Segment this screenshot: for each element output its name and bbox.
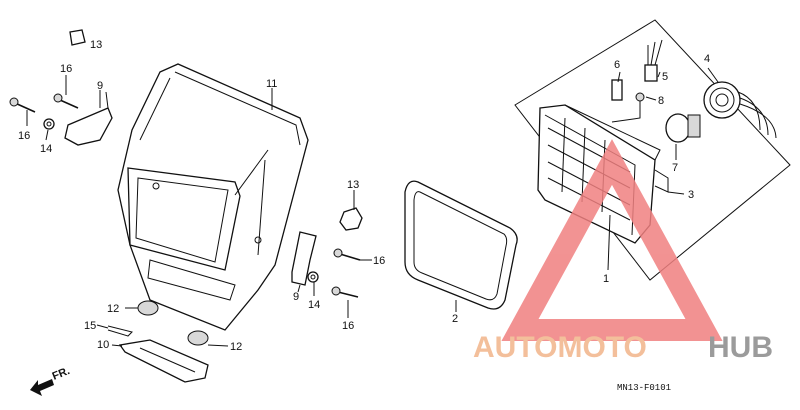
part-labels: 13 16 9 16 14 11 13 16 9 14 16 12 15 10 … [18,39,710,353]
label-1: 1 [603,273,609,285]
watermark: AUTOMOTO HUB [473,139,773,364]
label-15: 15 [84,320,96,332]
label-6: 6 [614,59,620,71]
label-7: 7 [672,162,678,174]
label-12-right: 12 [230,341,242,353]
label-8: 8 [658,95,664,107]
bulb-socket-assembly [703,81,777,139]
watermark-word-hub: HUB [708,331,773,364]
label-14-left: 14 [40,143,52,155]
diagram-code: MN13-F0101 [617,383,671,393]
label-4: 4 [704,53,710,65]
lens-gasket [404,180,518,310]
label-11: 11 [266,78,277,90]
label-10: 10 [97,339,109,351]
label-13-mid: 13 [347,179,359,191]
watermark-triangle [501,139,723,341]
label-16-mid: 16 [373,255,385,267]
label-16-left: 16 [18,130,30,142]
label-13-top: 13 [90,39,102,51]
position-light-socket [611,39,663,123]
label-5: 5 [662,71,668,83]
label-9-left: 9 [97,80,103,92]
front-arrow: FR. [30,365,72,396]
label-9-right: 9 [293,291,299,303]
label-12-left: 12 [107,303,119,315]
front-marker: FR. [51,365,72,383]
label-14-right: 14 [308,299,320,311]
small-parts [9,29,363,383]
leader-lines [26,67,719,347]
label-16-top: 16 [60,63,72,75]
headlight-cowl [117,63,309,331]
label-16-bottom: 16 [342,320,354,332]
label-3: 3 [688,189,694,201]
label-2: 2 [452,313,458,325]
watermark-word-automoto: AUTOMOTO [473,331,647,364]
headlight-bulb [665,113,701,143]
